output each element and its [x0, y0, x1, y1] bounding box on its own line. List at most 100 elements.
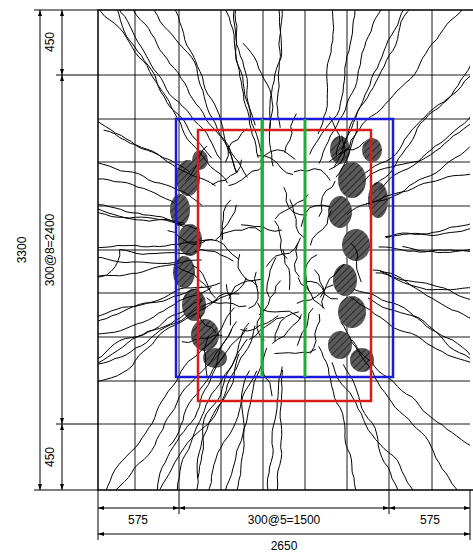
crack-line	[295, 238, 301, 277]
grid-line	[263, 10, 264, 490]
dimension-label: 450	[44, 31, 57, 53]
grid-line	[98, 206, 470, 207]
crack-line	[276, 370, 283, 490]
crack-line	[212, 160, 241, 185]
crack-line	[194, 250, 233, 262]
grid-line	[305, 10, 306, 490]
grid-line	[98, 424, 470, 425]
green-line	[261, 119, 264, 377]
crack-line	[207, 298, 247, 307]
dimension-ticks	[38, 10, 470, 536]
crack-line	[266, 243, 298, 267]
crack-line	[314, 270, 324, 309]
crack-line	[98, 256, 179, 263]
crack-line	[98, 210, 200, 229]
crack-line	[329, 136, 345, 170]
crack-line	[229, 165, 264, 186]
crack-line	[226, 284, 230, 325]
crack-line	[186, 146, 207, 181]
crack-line	[329, 116, 340, 155]
crack-line	[233, 10, 262, 164]
crack-line	[103, 308, 234, 490]
crack-line	[319, 10, 385, 164]
crack-line	[177, 339, 247, 490]
crack-line	[98, 178, 176, 205]
crack-line	[238, 254, 258, 287]
crack-line	[240, 316, 278, 331]
crack-line	[203, 293, 239, 309]
dimension-label: 300@5=1500	[247, 514, 322, 527]
crack-line	[310, 314, 320, 354]
crack-line	[226, 129, 247, 162]
crack-line	[375, 61, 470, 185]
crack-line	[249, 317, 284, 339]
crack-line	[368, 298, 470, 361]
crack-line	[98, 203, 184, 227]
green-line	[304, 119, 307, 377]
crack-line	[270, 10, 282, 128]
crack-line	[235, 10, 256, 125]
crack-line	[402, 246, 470, 252]
dimension-lines	[34, 10, 470, 540]
crack-line	[290, 199, 304, 237]
crack-line	[157, 330, 231, 490]
crack-line	[275, 349, 316, 353]
crack-line	[310, 211, 331, 246]
crack-line	[222, 228, 262, 234]
spalling-area	[170, 136, 388, 372]
crack-line	[98, 287, 212, 336]
crack-line	[98, 10, 227, 183]
crack-line	[98, 314, 185, 363]
crack-line	[168, 231, 205, 245]
crack-line	[351, 243, 361, 282]
crack-line	[267, 257, 276, 297]
spalling-patch	[203, 348, 227, 368]
crack-line	[274, 221, 287, 259]
crack-lines	[98, 10, 470, 490]
crack-line	[275, 194, 308, 219]
crack-line	[385, 228, 470, 237]
red-outline	[198, 130, 371, 401]
crack-line	[319, 181, 335, 217]
crack-line	[192, 265, 216, 298]
crack-line	[98, 297, 203, 366]
crack-line	[376, 273, 470, 290]
crack-line	[329, 142, 364, 162]
crack-line	[294, 169, 330, 181]
crack-line	[98, 161, 202, 206]
crack-line	[347, 172, 470, 215]
crack-line	[98, 240, 213, 248]
crack-line	[332, 362, 414, 490]
spalling-patch	[342, 229, 370, 261]
crack-line	[352, 340, 470, 449]
crack-line	[204, 336, 208, 377]
crack-line	[130, 10, 247, 177]
crack-line	[98, 287, 202, 323]
crack-line	[243, 43, 273, 166]
crack-line	[262, 309, 301, 318]
crack-line	[275, 312, 299, 342]
grid-lines	[98, 10, 470, 490]
crack-line	[386, 222, 470, 237]
dimension-label: 450	[44, 446, 57, 468]
grid-line	[98, 381, 470, 382]
crack-line	[297, 285, 334, 303]
spalling-patch	[333, 264, 357, 296]
crack-line	[373, 270, 470, 319]
crack-line	[229, 279, 262, 299]
crack-line	[260, 150, 295, 161]
crack-line	[182, 335, 222, 343]
slab-outline	[98, 10, 473, 490]
grid-line	[98, 293, 470, 294]
crack-line	[319, 346, 358, 490]
crack-line	[320, 264, 344, 297]
crack-line	[283, 249, 290, 289]
spalling-patch	[328, 196, 352, 228]
dimension-label: 3300	[16, 236, 29, 265]
crack-line	[267, 367, 282, 490]
crack-line	[237, 371, 257, 490]
dimension-label: 575	[127, 514, 149, 527]
crack-line	[199, 300, 216, 334]
crack-line	[365, 74, 470, 173]
